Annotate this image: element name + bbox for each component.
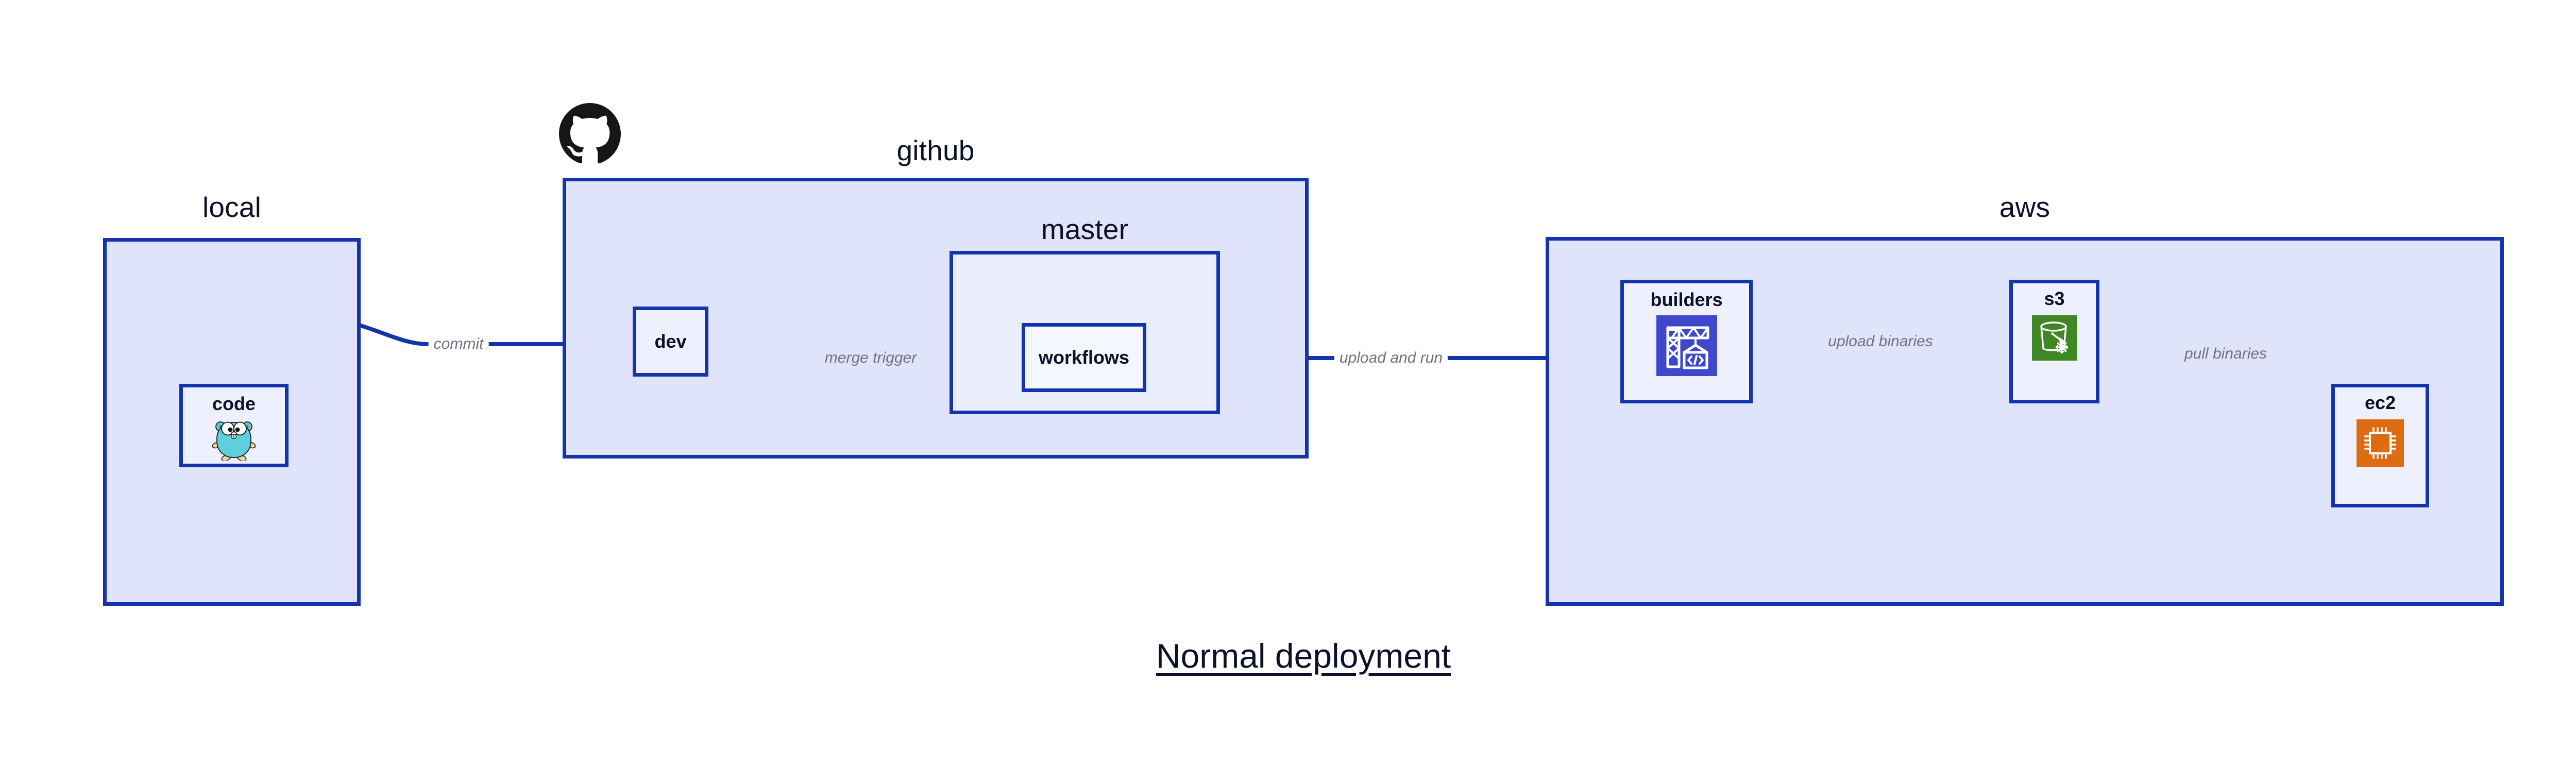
go-gopher-icon: [212, 417, 256, 463]
group-label-local: local: [202, 191, 262, 223]
node-label-ec2: ec2: [2364, 392, 2396, 413]
aws-ec2-icon: [2357, 419, 2404, 469]
group-label-github: github: [896, 134, 975, 166]
group-label-aws: aws: [1999, 191, 2050, 223]
node-label-s3: s3: [2044, 288, 2065, 309]
aws-s3-icon: [2031, 315, 2077, 363]
node-ec2[interactable]: ec2: [2331, 384, 2429, 507]
node-dev[interactable]: dev: [633, 307, 708, 377]
group-local: [103, 238, 361, 606]
aws-codebuild-icon: [1656, 315, 1717, 379]
diagram-caption: Normal deployment: [1156, 637, 1451, 675]
group-label-master: master: [1041, 213, 1129, 245]
edge-label-upload-and-run: upload and run: [1334, 350, 1448, 366]
node-builders[interactable]: builders: [1620, 280, 1753, 403]
node-s3[interactable]: s3: [2009, 280, 2099, 403]
edge-label-merge-trigger: merge trigger: [819, 350, 922, 366]
node-label-dev: dev: [654, 331, 687, 352]
edge-label-pull-binaries: pull binaries: [2179, 346, 2273, 362]
edge-label-commit: commit: [428, 336, 489, 352]
node-workflows[interactable]: workflows: [1022, 323, 1146, 392]
github-logo-icon: [559, 103, 621, 167]
node-label-workflows: workflows: [1038, 347, 1130, 368]
node-label-builders: builders: [1650, 289, 1723, 310]
node-code[interactable]: code: [179, 384, 289, 467]
node-label-code: code: [212, 393, 256, 414]
edge-label-upload-binaries: upload binaries: [1823, 334, 1938, 349]
